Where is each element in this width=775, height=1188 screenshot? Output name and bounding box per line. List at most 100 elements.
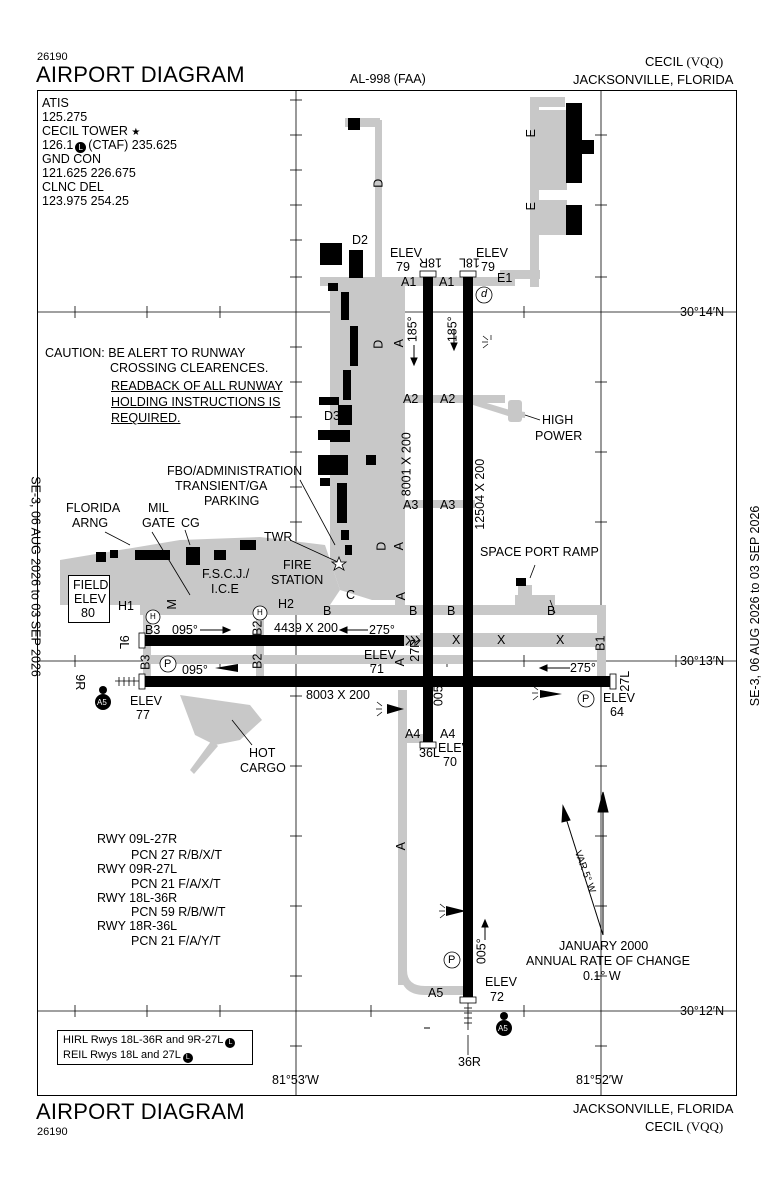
taxiway-label-x-2: X bbox=[497, 633, 506, 647]
taxiway-label-a-1: A bbox=[391, 339, 406, 348]
taxiway-label-b-4: B bbox=[547, 604, 556, 618]
lon-right: 81°52′W bbox=[576, 1073, 623, 1087]
light-icons bbox=[376, 335, 539, 919]
heading-275-a: 275° bbox=[369, 623, 395, 637]
runway-18l-36r bbox=[463, 277, 473, 997]
taxiway-label-a2-west: A2 bbox=[403, 392, 419, 406]
runway-label-9l: 9L bbox=[117, 635, 132, 650]
hot-cargo-pad bbox=[180, 695, 262, 745]
magvar-date: JANUARY 2000 bbox=[559, 939, 649, 953]
freq-clnc-label: CLNC DEL bbox=[42, 180, 104, 194]
taxiway-label-a5: A5 bbox=[428, 986, 444, 1000]
label-fire: FIRE bbox=[283, 558, 312, 572]
taxiway-label-d3: D3 bbox=[324, 409, 340, 423]
elev-18r-value: 79 bbox=[396, 260, 410, 274]
label-gate: GATE bbox=[142, 516, 176, 530]
buildings bbox=[96, 103, 594, 586]
elev-27r-value: 71 bbox=[370, 662, 384, 676]
taxiway-label-h2: H2 bbox=[278, 597, 294, 611]
freq-tower-main: 126.1 bbox=[42, 138, 74, 152]
chart-title-bottom: AIRPORT DIAGRAM bbox=[36, 1099, 245, 1124]
heading-185-b: 185° bbox=[445, 316, 460, 343]
freq-ctaf: (CTAF) 235.625 bbox=[88, 138, 177, 152]
elev-27r-label: ELEV bbox=[364, 648, 396, 662]
freq-clnc-value: 123.975 254.25 bbox=[42, 194, 129, 208]
label-hot: HOT bbox=[249, 746, 276, 760]
parking-p-icon bbox=[159, 655, 177, 673]
runway-dim-18r: 8001 X 200 bbox=[399, 432, 414, 497]
a5-text-west: A5 bbox=[97, 698, 107, 707]
taxiway-label-d2: D2 bbox=[352, 233, 368, 247]
chart-number-bottom: 26190 bbox=[37, 1126, 68, 1138]
caution-line-3: READBACK OF ALL RUNWAY bbox=[111, 379, 283, 393]
taxiway-a1 bbox=[320, 277, 515, 286]
h2-helipad-icon bbox=[252, 605, 268, 621]
tower-star-icon bbox=[330, 555, 348, 571]
label-fscj-1: F.S.C.J./ bbox=[202, 567, 250, 581]
taxiway-label-d-north: D bbox=[371, 178, 386, 188]
taxiway-label-d-south: D bbox=[374, 541, 389, 551]
airport-location-bottom: JACKSONVILLE, FLORIDA bbox=[573, 1101, 734, 1116]
star-icon: ★ bbox=[131, 127, 141, 138]
lat-top: 30°14′N bbox=[680, 305, 725, 319]
taxiway-label-a1-west: A1 bbox=[401, 275, 417, 289]
magvar-rate-value: 0.1° W bbox=[583, 969, 621, 983]
taxiway-d-north bbox=[375, 120, 382, 290]
taxiway-label-x-1: X bbox=[452, 633, 461, 647]
d-circle-icon bbox=[475, 286, 493, 304]
taxiway-label-c: C bbox=[346, 588, 356, 602]
lighting-l-icon: L bbox=[75, 142, 87, 153]
north-arrow bbox=[561, 791, 609, 936]
runway-label-9r: 9R bbox=[73, 674, 88, 691]
field-elev-value: 80 bbox=[81, 606, 95, 620]
chart-title-top: AIRPORT DIAGRAM bbox=[36, 62, 245, 87]
h1-helipad-icon bbox=[145, 609, 161, 625]
field-elev-label-1: FIELD bbox=[73, 578, 109, 592]
lighting-l-icon-1: L bbox=[225, 1038, 236, 1048]
runway-label-36l: 36L bbox=[419, 746, 440, 760]
heading-275-b: 275° bbox=[570, 661, 596, 675]
taxiway-label-a-5: A bbox=[393, 842, 408, 851]
pcn-value-18r: PCN 21 F/A/Y/T bbox=[131, 934, 221, 948]
taxiway-label-b3-south: B3 bbox=[138, 654, 153, 670]
elev-36l-value: 70 bbox=[443, 755, 457, 769]
chart-number-top: 26190 bbox=[37, 51, 68, 63]
taxiway-a2 bbox=[395, 395, 505, 403]
taxiway-label-a2-east: A2 bbox=[440, 392, 456, 406]
parking-p-icon-south bbox=[443, 951, 461, 969]
elev-18r-label: ELEV bbox=[390, 246, 422, 260]
pcn-rwy-18l: RWY 18L-36R bbox=[97, 891, 178, 905]
taxiway-e bbox=[530, 97, 539, 287]
elev-27l-value: 64 bbox=[610, 705, 624, 719]
caution-line-4: HOLDING INSTRUCTIONS IS bbox=[111, 395, 281, 409]
taxiway-label-a3-east: A3 bbox=[440, 498, 456, 512]
heading-095-b: 095° bbox=[182, 663, 208, 677]
lon-left: 81°53′W bbox=[272, 1073, 319, 1087]
label-florida: FLORIDA bbox=[66, 501, 121, 515]
taxiway-a5 bbox=[400, 970, 470, 995]
airport-id: (VQQ) bbox=[686, 54, 724, 69]
lat-bottom: 30°12′N bbox=[680, 1004, 725, 1018]
diagram-frame bbox=[37, 90, 737, 1096]
runway-label-36r: 36R bbox=[458, 1055, 481, 1069]
fscj-apron bbox=[60, 537, 340, 605]
label-cargo: CARGO bbox=[240, 761, 286, 775]
taxiway-b bbox=[140, 605, 605, 615]
lat-mid: 30°13′N bbox=[680, 654, 725, 668]
airport-location-top: JACKSONVILLE, FLORIDA bbox=[573, 72, 734, 87]
beacon-icons bbox=[95, 686, 512, 1036]
runway-label-27r: 27R bbox=[408, 638, 423, 662]
airport-name: CECIL bbox=[645, 54, 683, 69]
taxiway-a bbox=[395, 285, 405, 605]
taxiway-label-b2-south: B2 bbox=[250, 653, 265, 669]
runway-dim-9l: 4439 X 200 bbox=[274, 621, 338, 635]
freq-atis-label: ATIS bbox=[42, 96, 69, 110]
lighting-l-icon-2: L bbox=[182, 1053, 193, 1063]
elev-36r-label: ELEV bbox=[485, 975, 517, 989]
caution-line-2: CROSSING CLEARENCES. bbox=[110, 361, 269, 375]
label-fscj-2: I.C.E bbox=[211, 582, 239, 596]
elev-36r-value: 72 bbox=[490, 990, 504, 1004]
runway-label-27l: 27L bbox=[618, 670, 633, 692]
